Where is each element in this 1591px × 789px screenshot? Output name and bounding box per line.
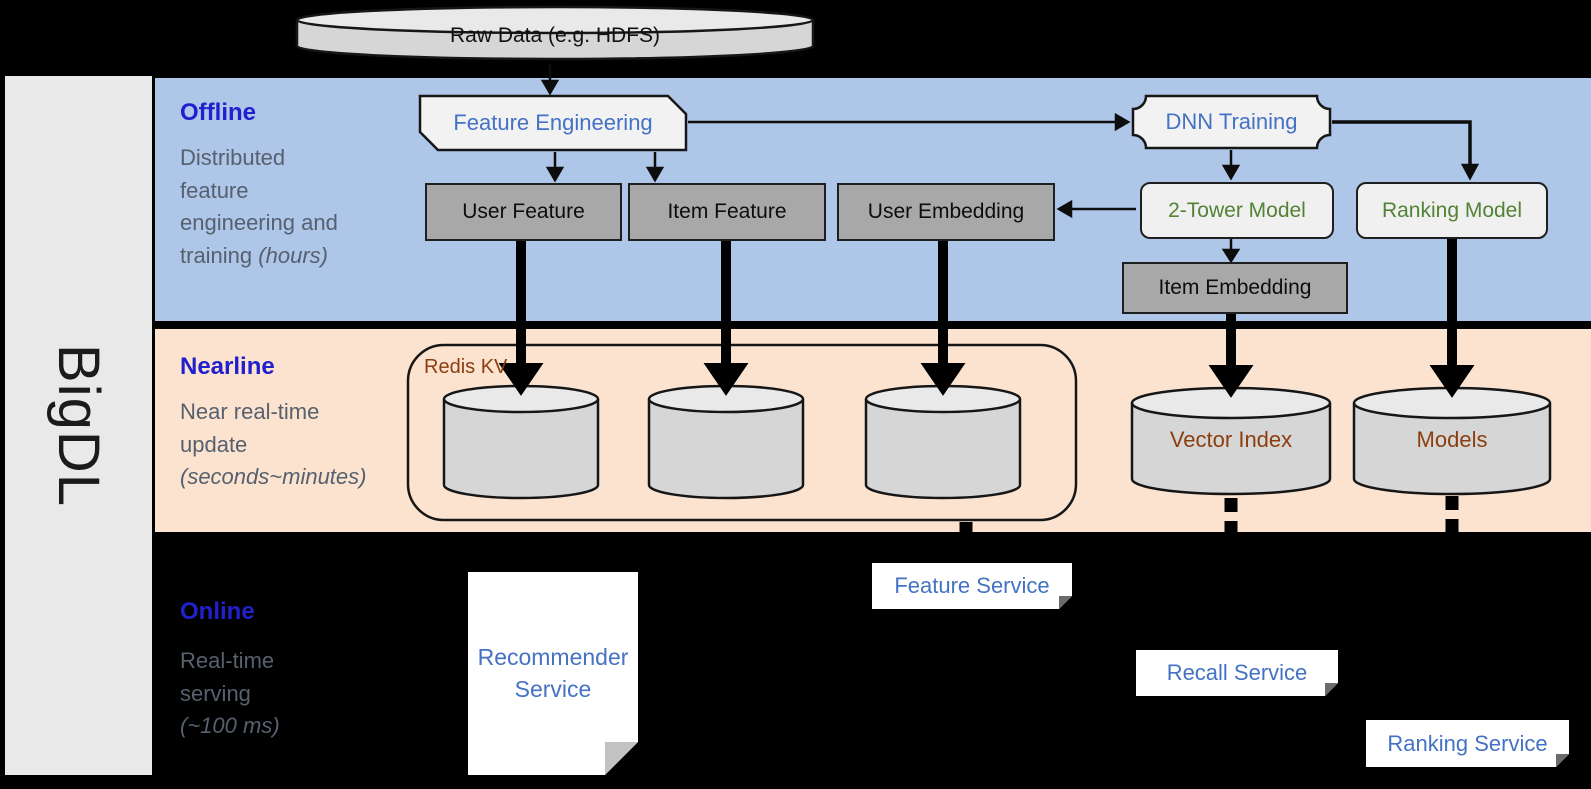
ranking-service-node: Ranking Service	[1366, 720, 1569, 767]
models-label: Models	[1416, 427, 1488, 452]
two-tower-model-node: 2-Tower Model	[1140, 182, 1334, 239]
feature-engineering-node: Feature Engineering	[453, 110, 653, 135]
nearline-title: Nearline	[180, 353, 275, 380]
page-fold	[1556, 754, 1569, 767]
item-embedding-node: Item Embedding	[1122, 262, 1348, 314]
online-description: Real-time serving (~100 ms)	[180, 648, 280, 739]
user-embedding-node: User Embedding	[837, 183, 1055, 241]
user-feature-node: User Feature	[425, 183, 622, 241]
nearline-description: Near real-time update (seconds~minutes)	[180, 399, 367, 490]
ranking-model-node: Ranking Model	[1356, 182, 1548, 239]
page-fold	[605, 742, 638, 775]
offline-title: Offline	[180, 99, 256, 126]
feature-service-node: Feature Service	[872, 563, 1072, 609]
online-latency-note: (~100 ms)	[180, 713, 280, 739]
page-fold	[1059, 596, 1072, 609]
brand-label: BigDL	[46, 344, 112, 507]
offline-duration-note: (hours)	[258, 242, 328, 268]
nearline-duration-note: (seconds~minutes)	[180, 464, 367, 490]
redis-kv-label: Redis KV	[424, 355, 508, 378]
item-feature-node: Item Feature	[628, 183, 826, 241]
raw-data-label: Raw Data (e.g. HDFS)	[449, 24, 661, 47]
bigdl-sidebar: BigDL	[5, 76, 152, 775]
vector-index-label: Vector Index	[1169, 427, 1293, 452]
recall-service-node: Recall Service	[1136, 650, 1338, 696]
dnn-training-node: DNN Training	[1165, 109, 1298, 134]
online-title: Online	[180, 598, 255, 625]
recommender-service-node: Recommender Service	[468, 572, 638, 775]
page-fold	[1325, 683, 1338, 696]
offline-description: Distributed feature engineering and trai…	[180, 145, 338, 268]
